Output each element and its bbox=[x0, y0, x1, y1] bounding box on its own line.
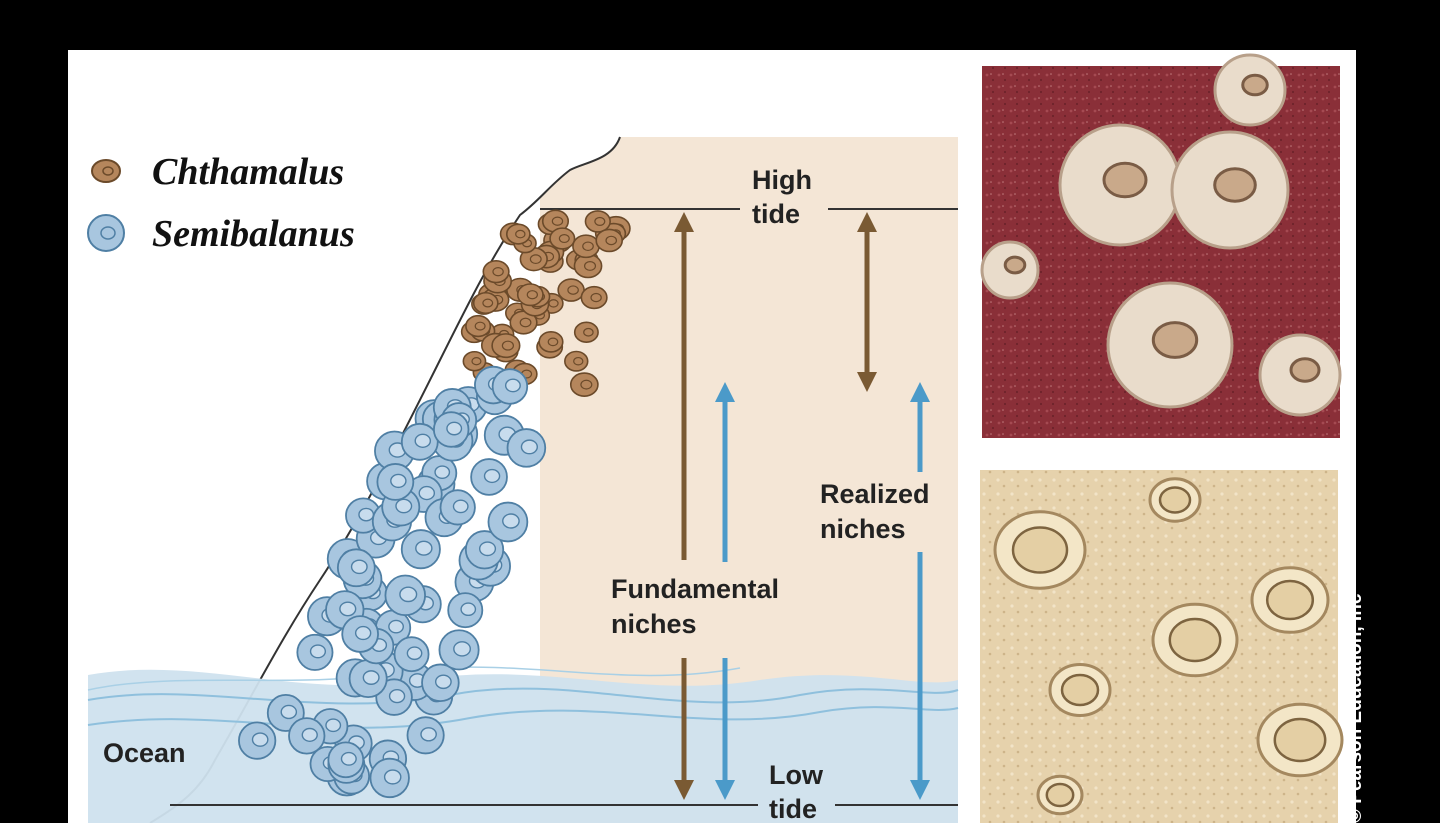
semibalanus-barnacle bbox=[406, 716, 445, 755]
photo-barnacle bbox=[1258, 333, 1342, 417]
photo-barnacle bbox=[1250, 566, 1330, 634]
ocean-label: Ocean bbox=[103, 738, 186, 768]
wave-line bbox=[87, 687, 959, 705]
rock-face bbox=[88, 137, 620, 823]
semibalanus-barnacle bbox=[487, 501, 529, 543]
semibalanus-barnacle bbox=[438, 629, 480, 671]
chthamalus-barnacle bbox=[564, 350, 589, 372]
chthamalus-barnacle bbox=[573, 321, 599, 343]
chthamalus-barnacle bbox=[549, 227, 576, 250]
chthamalus-barnacle bbox=[462, 350, 487, 372]
chthamalus-barnacle bbox=[557, 278, 585, 302]
semibalanus-photo bbox=[980, 470, 1344, 823]
photo-barnacle bbox=[1148, 477, 1202, 523]
semibalanus-barnacle bbox=[288, 717, 326, 755]
photo-barnacle bbox=[1048, 663, 1112, 717]
chthamalus-barnacle bbox=[572, 234, 600, 259]
semibalanus-barnacles bbox=[238, 365, 547, 799]
realized-niches-label-line2: niches bbox=[820, 514, 906, 544]
semibalanus-barnacle bbox=[336, 548, 376, 588]
chthamalus-barnacle bbox=[569, 372, 599, 397]
chthamalus-barnacle bbox=[580, 285, 608, 310]
semibalanus-barnacle bbox=[464, 530, 505, 570]
photo-barnacle bbox=[1170, 130, 1290, 250]
realized-niches-label-line1: Realized bbox=[820, 479, 930, 509]
legend-chthamalus: Chthamalus bbox=[91, 151, 344, 193]
semibalanus-barnacle bbox=[375, 678, 413, 716]
semibalanus-barnacle bbox=[384, 574, 426, 617]
fundamental-niches-label-line2: niches bbox=[611, 609, 697, 639]
semibalanus-barnacle bbox=[491, 368, 529, 405]
photo-barnacle bbox=[1213, 53, 1287, 127]
low-tide-label-line1: Low bbox=[769, 760, 824, 790]
low-tide-label-line2: tide bbox=[769, 794, 817, 823]
chthamalus-icon bbox=[91, 159, 121, 183]
semibalanus-barnacle bbox=[238, 721, 277, 760]
semibalanus-barnacle bbox=[421, 663, 460, 703]
semibalanus-barnacle bbox=[348, 659, 388, 699]
chthamalus-barnacle bbox=[491, 333, 521, 359]
semibalanus-barnacle bbox=[376, 463, 415, 501]
chthamalus-barnacle bbox=[538, 331, 564, 353]
semibalanus-barnacle bbox=[369, 757, 410, 799]
legend-label-semibalanus: Semibalanus bbox=[152, 213, 355, 255]
semibalanus-barnacle bbox=[393, 636, 430, 673]
photo-barnacle bbox=[1256, 702, 1344, 778]
semibalanus-icon bbox=[87, 214, 125, 252]
semibalanus-barnacle bbox=[400, 422, 439, 461]
high-tide-label-line1: High bbox=[752, 165, 812, 195]
semibalanus-barnacle bbox=[296, 633, 334, 671]
photo-barnacle bbox=[1058, 123, 1182, 247]
ocean-water bbox=[88, 669, 958, 823]
semibalanus-barnacle bbox=[400, 529, 441, 570]
chthamalus-barnacle bbox=[516, 283, 544, 307]
photo-barnacle bbox=[1106, 281, 1234, 409]
chthamalus-barnacle bbox=[584, 210, 611, 233]
legend-semibalanus: Semibalanus bbox=[87, 213, 355, 255]
high-tide-label-line2: tide bbox=[752, 199, 800, 229]
chthamalus-photo bbox=[980, 53, 1342, 438]
semibalanus-barnacle bbox=[447, 592, 484, 629]
chthamalus-barnacle bbox=[505, 223, 531, 245]
chthamalus-barnacle bbox=[472, 291, 499, 315]
semibalanus-barnacle bbox=[327, 741, 365, 779]
semibalanus-barnacle bbox=[470, 458, 508, 496]
copyright-credit: © Pearson Education, Inc bbox=[1345, 593, 1366, 823]
realized-niches-label: Realized niches bbox=[820, 479, 937, 544]
semibalanus-barnacle bbox=[439, 489, 476, 526]
chthamalus-barnacle bbox=[465, 314, 492, 338]
chthamalus-barnacle bbox=[482, 260, 510, 284]
legend-label-chthamalus: Chthamalus bbox=[152, 151, 344, 193]
high-tide-label: High tide bbox=[752, 165, 820, 229]
semibalanus-barnacle bbox=[341, 615, 379, 653]
photo-barnacle bbox=[980, 240, 1040, 300]
fundamental-niches-label: Fundamental niches bbox=[611, 574, 787, 639]
low-tide-label: Low tide bbox=[769, 760, 831, 823]
semibalanus-barnacle bbox=[506, 428, 547, 468]
semibalanus-barnacle bbox=[432, 411, 470, 448]
chthamalus-barnacle bbox=[595, 228, 624, 253]
photo-barnacle bbox=[1151, 602, 1239, 678]
photo-barnacle bbox=[1036, 774, 1084, 816]
photo-barnacle bbox=[993, 510, 1087, 590]
fundamental-niches-label-line1: Fundamental bbox=[611, 574, 779, 604]
